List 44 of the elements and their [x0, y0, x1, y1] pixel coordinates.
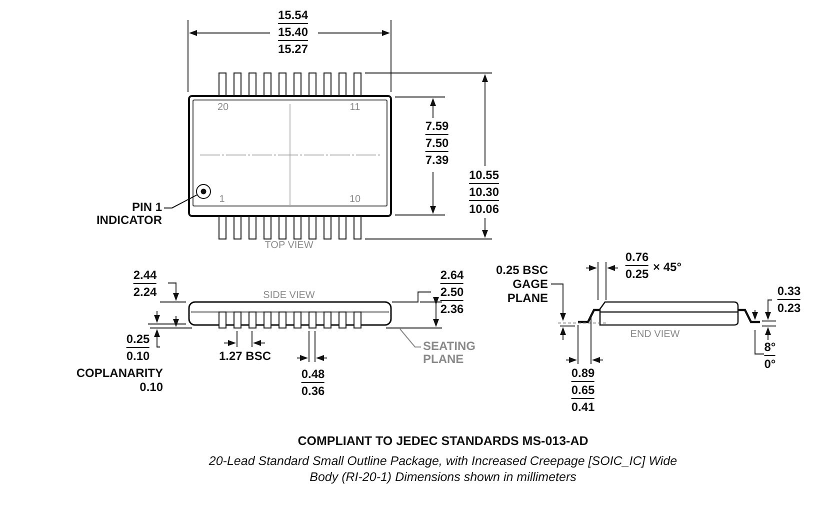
dimension-value: 0.36 — [301, 384, 325, 398]
dimension-value: × 45° — [653, 260, 682, 274]
dimension-value: 10.30 — [468, 185, 500, 201]
callout-text: PIN 1 INDICATOR — [68, 201, 162, 227]
dimension-value: 0° — [764, 357, 776, 371]
view-label: 11 — [350, 101, 360, 115]
dimension-value: 0.65 — [571, 383, 595, 399]
view-label: END VIEW — [630, 328, 680, 342]
dimension-value: 0.25 — [126, 332, 150, 348]
dimension-value: 0.48 — [301, 367, 325, 383]
dimension-value: 2.36 — [440, 302, 464, 316]
view-label: 10 — [349, 193, 361, 207]
dimension-value: 2.64 — [440, 268, 464, 284]
dimension-value: 10.06 — [468, 202, 500, 216]
dimension-value: 0.23 — [777, 301, 801, 315]
figure-caption: 20-Lead Standard Small Outline Package, with Increased Creepage [SOIC_IC] Wide Body (RI-20-1) Dimensions shown in millimeters — [208, 453, 678, 485]
dimension-value: 2.24 — [133, 285, 157, 299]
leader-line — [400, 328, 422, 348]
dimension-value: 15.54 — [278, 8, 308, 24]
view-label: TOP VIEW — [264, 239, 314, 253]
dimension-value: 15.40 — [278, 25, 308, 41]
dimension-value: 2.44 — [133, 268, 157, 284]
view-label: 20 — [217, 101, 229, 115]
dimension-value: 10.55 — [468, 168, 500, 184]
standard-note: COMPLIANT TO JEDEC STANDARDS MS-013-AD — [298, 434, 588, 448]
dimension-value: 0.33 — [777, 284, 801, 300]
dimension-value: 1.27 BSC — [218, 349, 272, 363]
dimension-value: 0.10 — [126, 349, 150, 363]
dimension-value: 15.27 — [278, 42, 308, 56]
view-label: SIDE VIEW — [263, 289, 315, 303]
dimension-value: 0.25 BSC GAGE PLANE — [494, 263, 548, 305]
dimension-value: 2.50 — [440, 285, 464, 301]
dimension-value: 7.59 — [425, 119, 449, 135]
dimension-value: 0.76 — [625, 250, 649, 266]
dimension-value: COPLANARITY 0.10 — [75, 366, 163, 394]
view-label: 1 — [219, 193, 225, 207]
dimension-value: 0.25 — [625, 267, 649, 281]
dimension-value: 0.89 — [571, 366, 595, 382]
dimension-value: 7.50 — [425, 136, 449, 152]
callout-text: SEATING PLANE — [423, 340, 487, 366]
dimension-value: 7.39 — [425, 153, 449, 167]
dimension-value: 8° — [764, 340, 776, 356]
dimension-value: 0.41 — [571, 400, 595, 414]
leader-line — [164, 194, 198, 208]
